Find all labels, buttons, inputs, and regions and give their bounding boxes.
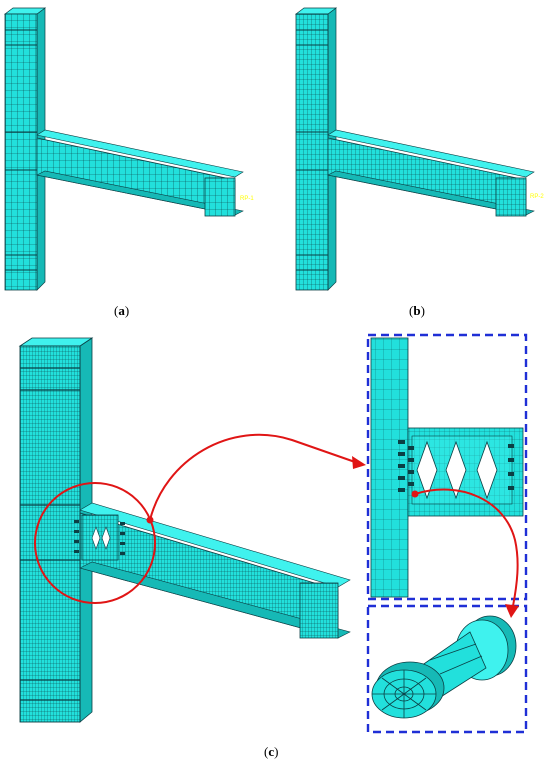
column-c-front	[19, 345, 81, 723]
bolt-detail	[366, 604, 528, 734]
beam-c-end	[299, 582, 339, 639]
diamond-opening-2	[445, 440, 467, 500]
joint-detail	[366, 333, 528, 601]
beam-a-bottom	[36, 170, 244, 216]
model-b: RP-2	[294, 7, 544, 291]
model-c	[18, 337, 351, 723]
caption-a-letter: a	[118, 303, 125, 318]
beam-b-top	[327, 129, 535, 178]
caption-b: (b)	[409, 303, 425, 318]
caption-b-letter: b	[413, 303, 421, 318]
beam-c-bottom	[79, 561, 351, 639]
load-tag-a: RP-1	[240, 196, 254, 202]
caption-a: (a)	[114, 303, 130, 318]
joint-callout-circle	[34, 482, 156, 604]
joint-detail-bolts	[398, 440, 514, 492]
column-a-front	[4, 13, 38, 291]
model-a: RP-1	[3, 7, 254, 291]
beam-a-end	[204, 177, 236, 217]
bolt-mesh-icon	[371, 615, 517, 719]
diamond-opening-3	[476, 440, 498, 500]
red-arrowhead-2	[505, 604, 519, 618]
bolts-c	[74, 520, 125, 555]
callout-dot-2	[411, 490, 419, 498]
diamond-opening-c1	[91, 526, 101, 550]
caption-c-letter: c	[268, 744, 275, 759]
callout-curve-2	[414, 488, 519, 607]
column-c-top	[18, 337, 94, 347]
column-a-ribs	[5, 29, 37, 271]
diamond-opening-1	[416, 440, 438, 500]
column-b-ribs	[296, 29, 328, 271]
beam-b-end	[495, 177, 527, 217]
beam-b-bottom	[327, 170, 535, 216]
load-tag-b: RP-2	[530, 194, 544, 200]
callout-arrows	[146, 433, 519, 618]
column-c-ribs	[20, 367, 80, 701]
column-b-front	[295, 13, 329, 291]
caption-c: (c)	[264, 744, 279, 759]
beam-a-top	[36, 129, 244, 178]
red-arrowhead-1	[352, 456, 366, 469]
beam-c-top	[79, 502, 351, 588]
callout-dot-1	[146, 516, 154, 524]
callout-curve-1	[149, 433, 356, 521]
diamond-opening-c2	[101, 526, 111, 550]
